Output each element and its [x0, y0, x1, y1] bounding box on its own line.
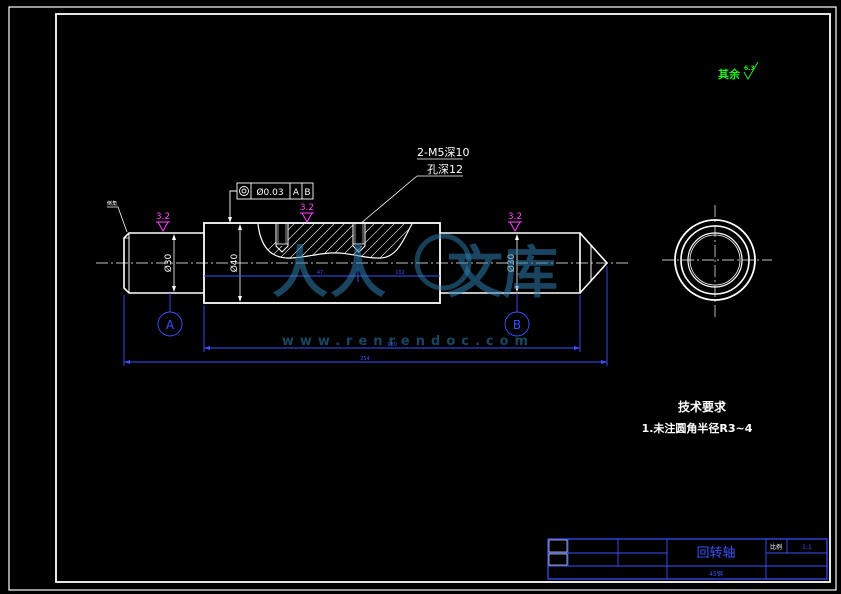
- datum-markers: [157, 293, 530, 337]
- concentricity-symbol-icon: [239, 186, 249, 196]
- title-block-material: 45钢: [709, 570, 723, 578]
- tolerance-value: Ø0.03: [256, 187, 283, 198]
- watermark-char-a: 人: [272, 241, 328, 306]
- hole-note-line2: 孔深12: [427, 163, 463, 176]
- title-block: [547, 538, 828, 580]
- dim-label-3: 180: [387, 342, 397, 348]
- chamfer-label: 倒角: [107, 200, 117, 207]
- roughness-right-value: 3.2: [508, 212, 522, 222]
- roughness-symbols: [156, 212, 522, 233]
- datum-b-label: B: [513, 318, 521, 332]
- watermark: 人 人 文 库 www.renrendoc.com: [272, 233, 558, 349]
- surface-note-label: 其余: [718, 67, 741, 81]
- diameter-label-left: Ø30: [163, 253, 174, 272]
- tech-requirements-item-1: 1.未注圆角半径R3~4: [642, 421, 753, 435]
- title-block-part-name: 回转轴: [696, 546, 735, 561]
- title-block-scale-label: 比例: [770, 543, 782, 551]
- datum-a-label: A: [166, 318, 175, 332]
- diameter-label-right: Ø30: [506, 253, 517, 272]
- dim-label-1: 47: [317, 270, 323, 276]
- surface-note-value: 6.3: [744, 65, 755, 72]
- tolerance-datum-1: A: [293, 188, 300, 198]
- inner-border: [55, 13, 831, 583]
- roughness-left-value: 3.2: [156, 212, 170, 222]
- title-block-scale-value: 1:1: [802, 544, 812, 551]
- roughness-middle-value: 3.2: [300, 203, 314, 213]
- tolerance-frame: [228, 182, 314, 223]
- chamfer-leader: [107, 206, 128, 233]
- dim-label-4: 254: [360, 356, 370, 362]
- diameter-label-middle: Ø40: [229, 253, 240, 272]
- length-dimensions: [123, 266, 608, 366]
- outer-border: [8, 6, 837, 591]
- watermark-url: www.renrendoc.com: [282, 334, 534, 349]
- watermark-char-b: 人: [330, 241, 386, 306]
- watermark-char-c: 文: [447, 241, 503, 306]
- diameter-dimensions: [172, 224, 519, 302]
- hole-note-leader: [359, 158, 463, 225]
- surface-note-roughness-icon: [743, 61, 759, 80]
- hole-note-line1: 2-M5深10: [417, 146, 469, 159]
- dim-label-2: 102: [395, 270, 405, 276]
- watermark-char-d: 库: [502, 241, 558, 306]
- end-view: [674, 219, 756, 301]
- shaft-outline: [123, 222, 609, 304]
- tolerance-datum-2: B: [304, 188, 310, 198]
- tech-requirements-title: 技术要求: [678, 399, 727, 414]
